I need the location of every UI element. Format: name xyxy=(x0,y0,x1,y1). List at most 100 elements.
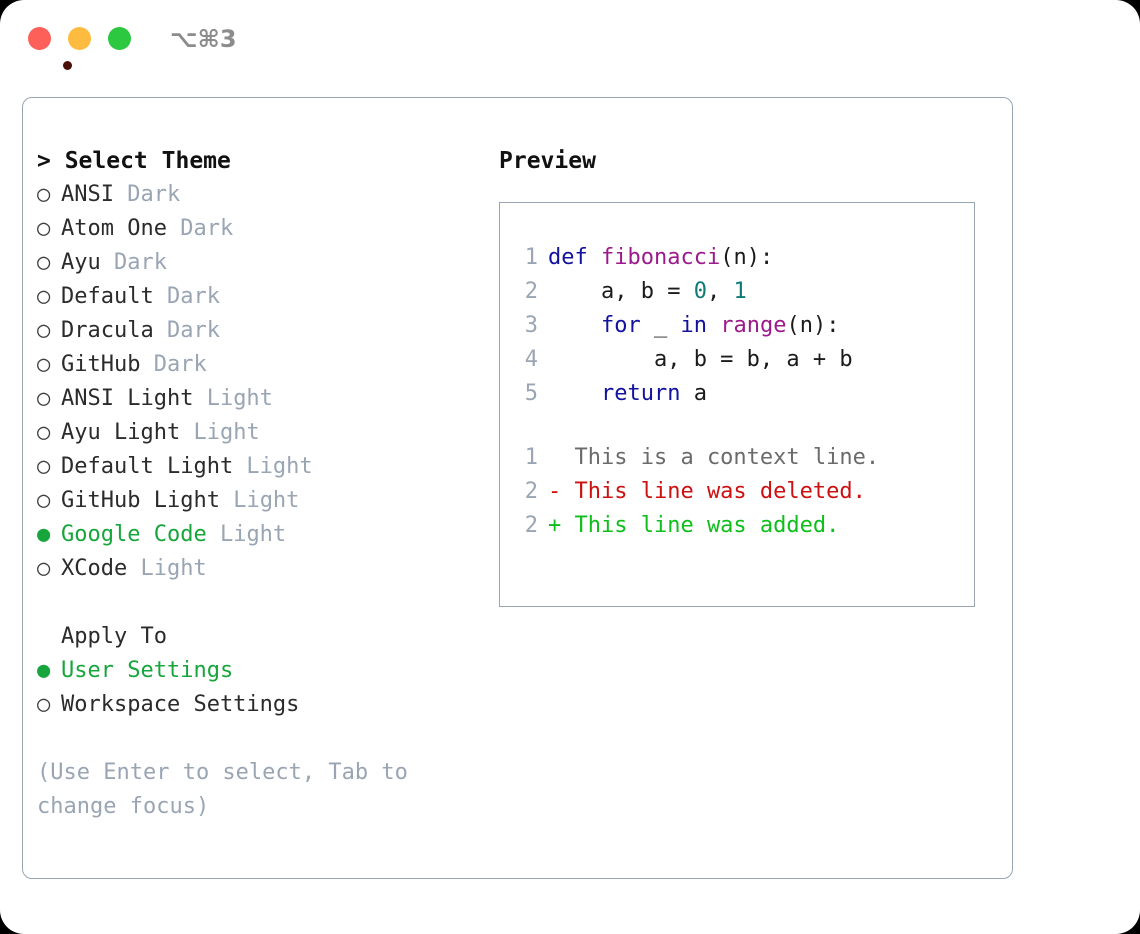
apply-to-options-list: ● User Settings ○ Workspace Settings xyxy=(37,654,477,722)
theme-option-label: Dracula xyxy=(61,318,154,343)
theme-option-ansi[interactable]: ○ ANSI Dark xyxy=(37,178,477,212)
apply-to-option-workspace-settings[interactable]: ○ Workspace Settings xyxy=(37,688,477,722)
keyboard-hint-text: (Use Enter to select, Tab to change focu… xyxy=(37,760,422,819)
theme-option-variant-tag: Light xyxy=(180,420,260,445)
theme-option-label: Google Code xyxy=(61,522,207,547)
code-line: 2 a, b = 0, 1 xyxy=(514,275,970,309)
diff-line-del: 2- This line was deleted. xyxy=(514,475,970,509)
radio-unselected-icon: ○ xyxy=(37,216,51,241)
diff-line-text: + This line was added. xyxy=(548,513,840,538)
keyboard-shortcut-hint: ⌥⌘3 xyxy=(170,25,237,53)
apply-to-option-label: User Settings xyxy=(61,658,234,683)
diff-line-add: 2 + This line was added. xyxy=(514,509,970,543)
theme-option-default[interactable]: ○ Default Dark xyxy=(37,280,477,314)
theme-option-google-code[interactable]: ●Google Code Light xyxy=(37,518,477,552)
theme-option-variant-tag: Dark xyxy=(153,318,220,343)
theme-list-column: > Select Theme ○ANSI Dark○Atom One Dark○… xyxy=(37,144,477,824)
line-number: 3 xyxy=(524,313,538,338)
theme-option-variant-tag: Light xyxy=(206,522,287,547)
line-number: 1 xyxy=(524,445,538,470)
line-number: 2 xyxy=(524,513,538,538)
theme-option-label: Atom One xyxy=(61,216,167,241)
radio-unselected-icon: ○ xyxy=(37,386,51,411)
code-token-num: 0 xyxy=(693,279,707,304)
code-token-pl: a, b = b, a + b xyxy=(548,347,853,372)
line-number: 1 xyxy=(524,245,538,270)
theme-list-header: > Select Theme xyxy=(37,148,231,174)
theme-option-label: Default Light xyxy=(61,454,234,479)
radio-unselected-icon: ○ xyxy=(37,454,51,479)
radio-unselected-icon: ○ xyxy=(37,318,51,343)
line-number: 2 xyxy=(524,279,538,304)
theme-option-label: XCode xyxy=(61,556,128,581)
theme-option-dracula[interactable]: ○ Dracula Dark xyxy=(37,314,477,348)
diff-line-text: This is a context line. xyxy=(548,445,880,470)
code-line-text: def fibonacci(n): xyxy=(538,245,773,270)
code-token-num: 1 xyxy=(733,279,747,304)
theme-option-variant-tag: Dark xyxy=(100,250,167,275)
theme-option-variant-tag: Dark xyxy=(153,284,220,309)
code-token-pl: a xyxy=(693,381,707,406)
radio-unselected-icon: ○ xyxy=(37,182,51,207)
radio-unselected-icon: ○ xyxy=(37,352,51,377)
theme-option-xcode[interactable]: ○ XCode Light xyxy=(37,552,477,586)
theme-option-label: ANSI xyxy=(61,182,114,207)
code-line: 5 return a xyxy=(514,377,970,411)
theme-option-default-light[interactable]: ○ Default Light Light xyxy=(37,450,477,484)
maximize-window-button[interactable] xyxy=(108,27,131,50)
code-token-pl: (n): xyxy=(720,245,774,270)
theme-option-variant-tag: Light xyxy=(127,556,207,581)
radio-unselected-icon: ○ xyxy=(37,250,51,275)
code-token-pl: _ xyxy=(653,313,681,338)
apply-to-option-user-settings[interactable]: ● User Settings xyxy=(37,654,477,688)
code-line-text: a, b = b, a + b xyxy=(538,347,853,372)
close-window-button[interactable] xyxy=(28,27,72,70)
theme-option-label: Default xyxy=(61,284,154,309)
radio-unselected-icon: ○ xyxy=(37,692,51,717)
theme-option-variant-tag: Dark xyxy=(113,182,181,207)
theme-option-variant-tag: Dark xyxy=(140,352,207,377)
theme-option-label: Ayu Light xyxy=(61,420,181,445)
theme-option-label: ANSI Light xyxy=(61,386,194,411)
theme-option-atom-one[interactable]: ○ Atom One Dark xyxy=(37,212,477,246)
theme-option-github[interactable]: ○GitHub Dark xyxy=(37,348,477,382)
code-token-kw: def xyxy=(548,245,601,270)
code-diff-spacer xyxy=(514,411,970,441)
line-number: 2 xyxy=(524,479,538,504)
code-token-fn: fibonacci xyxy=(600,245,721,270)
theme-option-variant-tag: Light xyxy=(193,386,273,411)
code-token-fn: range xyxy=(720,313,787,338)
code-token-pl: a, b = xyxy=(548,279,694,304)
code-line-text: a, b = 0, 1 xyxy=(538,279,747,304)
code-token-kw: for xyxy=(548,313,654,338)
radio-unselected-icon: ○ xyxy=(37,488,51,513)
theme-option-label: GitHub Light xyxy=(61,488,220,513)
theme-option-github-light[interactable]: ○GitHub Light Light xyxy=(37,484,477,518)
theme-option-variant-tag: Dark xyxy=(166,216,234,241)
code-token-kw: in xyxy=(680,313,721,338)
code-line-text: return a xyxy=(538,381,707,406)
theme-option-ayu[interactable]: ○ Ayu Dark xyxy=(37,246,477,280)
theme-option-ansi-light[interactable]: ○ ANSI Light Light xyxy=(37,382,477,416)
radio-unselected-icon: ○ xyxy=(37,420,51,445)
apply-to-header: Apply To xyxy=(61,624,167,649)
theme-option-variant-tag: Light xyxy=(233,454,313,479)
minimize-window-button[interactable] xyxy=(68,27,91,50)
code-line: 3 for _ in range(n): xyxy=(514,309,970,343)
theme-options-list: ○ ANSI Dark ○ Atom One Dark ○ Ayu Dark ○ Defaul… xyxy=(37,178,477,586)
diff-line-ctx: 1 This is a context line. xyxy=(514,441,970,475)
radio-unselected-icon: ○ xyxy=(37,556,51,581)
radio-selected-icon: ● xyxy=(37,658,51,683)
radio-unselected-icon: ○ xyxy=(37,284,51,309)
line-number: 5 xyxy=(524,381,538,406)
apply-to-option-label: Workspace Settings xyxy=(61,692,300,717)
theme-selector-panel: > Select Theme ○ANSI Dark○Atom One Dark○… xyxy=(22,97,1013,879)
line-number: 4 xyxy=(524,347,538,372)
theme-option-label: Ayu xyxy=(61,250,101,275)
theme-option-ayu-light[interactable]: ○ Ayu Light Light xyxy=(37,416,477,450)
